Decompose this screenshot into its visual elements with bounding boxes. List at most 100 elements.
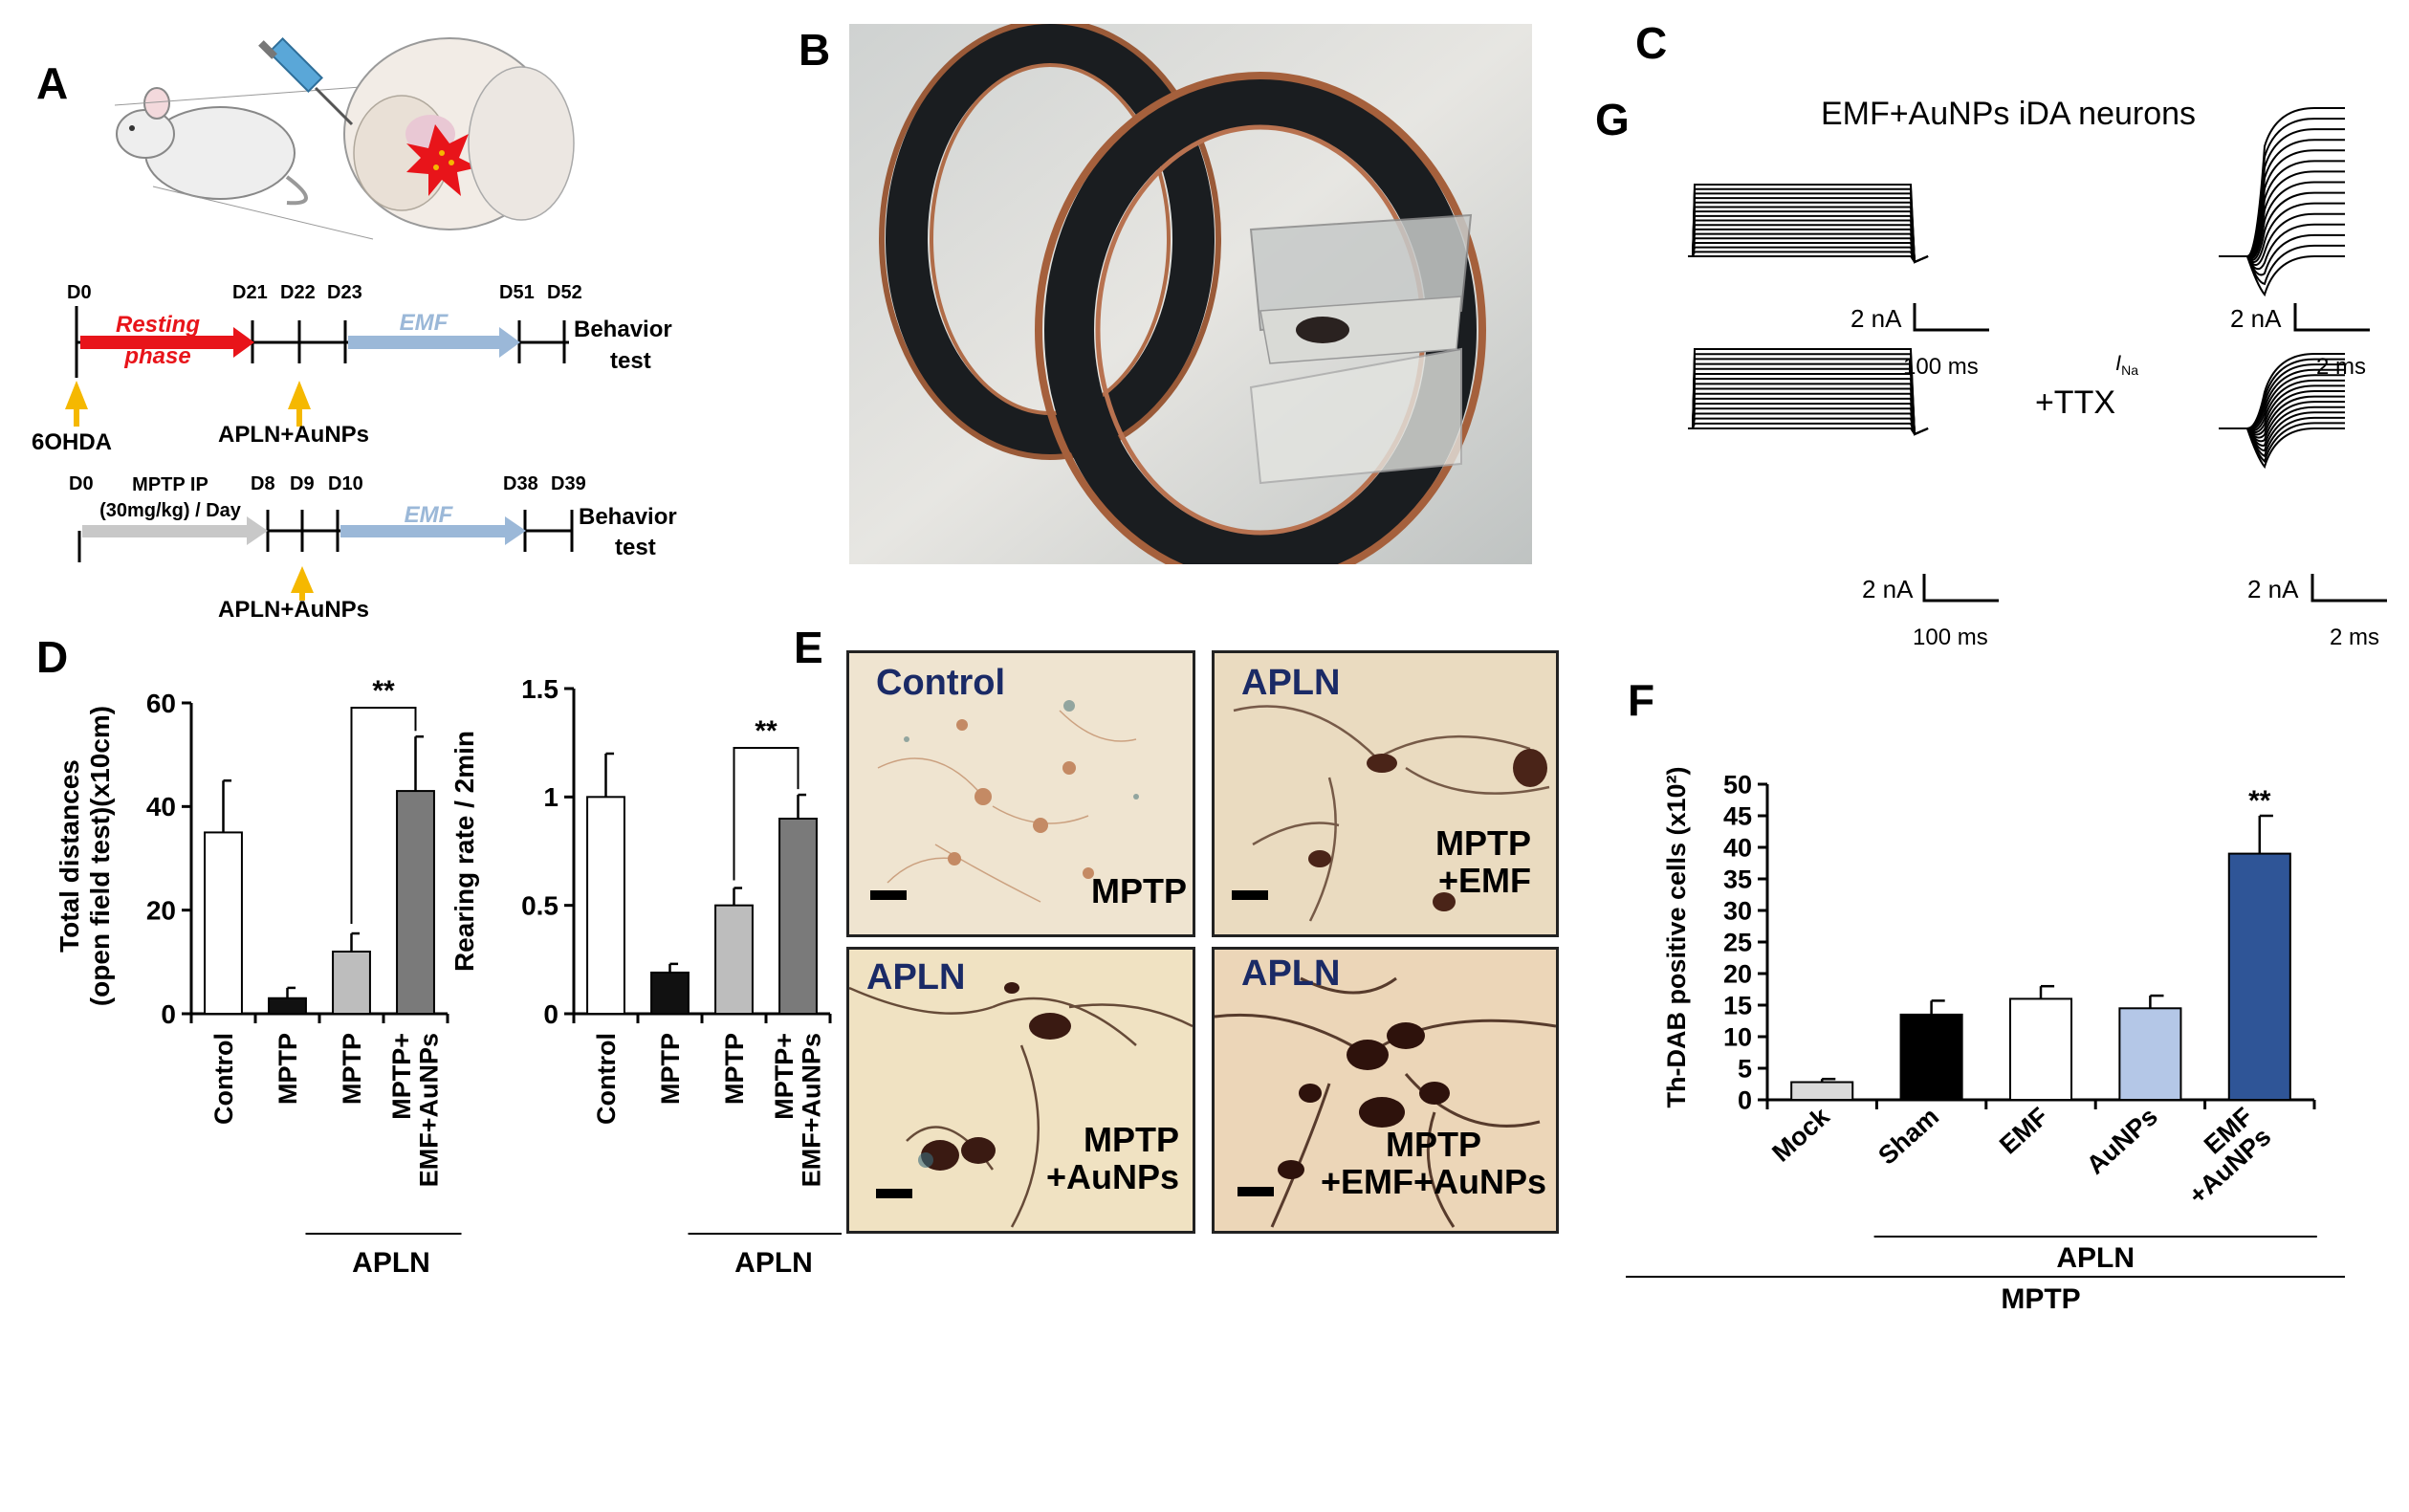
current-trace (1688, 387, 1929, 436)
current-trace (2219, 139, 2345, 257)
current-trace (1688, 378, 1929, 436)
x-tick-label: MPTP (338, 1033, 366, 1105)
panel-label-d: D (36, 632, 69, 682)
t2-behavior: Behavior (579, 504, 677, 530)
bar (2118, 1007, 2182, 1101)
bar (2227, 852, 2291, 1101)
bar (396, 790, 435, 1015)
panel-label-f: F (1628, 675, 1655, 725)
brain-section-illustration (343, 37, 575, 230)
y-tick-label: 20 (1723, 959, 1752, 988)
micrograph-group-label: Control (876, 663, 1006, 703)
x-tick-label: AuNPs (2081, 1102, 2163, 1180)
t2-emf: EMF (405, 502, 454, 528)
current-trace (1688, 246, 1929, 264)
micrograph-condition: MPTP+AuNPs (1045, 1120, 1179, 1196)
y-tick-label: 45 (1723, 801, 1752, 830)
scale-current-top-left: 2 nA (1851, 304, 1902, 333)
t1-phase: phase (123, 343, 190, 369)
micrograph-scalebar (876, 1189, 912, 1198)
micrograph-control-mptp: Control MPTP (846, 650, 1195, 937)
current-trace (2219, 255, 2345, 297)
current-trace (2219, 390, 2345, 436)
bar (778, 818, 818, 1015)
syringe-icon (258, 37, 354, 126)
micrograph-image (849, 653, 1193, 934)
y-axis-label: Th-DAB positive cells (x10²) (1662, 766, 1691, 1107)
y-tick-label: 30 (1723, 896, 1752, 925)
current-trace (2219, 374, 2345, 430)
panel-a-diagram: D0 Resting phase D21 D22 D23 EMF D51 D52… (32, 37, 677, 623)
current-trace (2219, 353, 2345, 429)
x-tick-label: Control (592, 1033, 621, 1125)
y-tick-label: 40 (1723, 833, 1752, 862)
panel-label-a: A (36, 58, 69, 108)
bar (204, 831, 243, 1015)
trace-bottom-right (2219, 353, 2345, 470)
current-trace (1688, 407, 1929, 436)
micrograph-apln-mptp-aunps: APLN MPTP+AuNPs (846, 947, 1195, 1234)
current-trace (2219, 191, 2345, 261)
scalebar-top-right (2293, 303, 2370, 332)
micrograph-image (1215, 653, 1556, 934)
current-trace (1688, 255, 1929, 264)
scalebar-bottom-left (1922, 574, 1999, 603)
current-trace (2219, 244, 2345, 286)
t1-behavior: Behavior (574, 317, 672, 342)
y-tick-label: 5 (1738, 1054, 1752, 1083)
ephys-title: EMF+AuNPs iDA neurons (1821, 96, 2196, 132)
t1-d52: D52 (547, 282, 582, 303)
scale-current-top-right: 2 nA (2230, 304, 2282, 333)
timeline-6ohda (65, 306, 569, 427)
micrograph-image (1215, 950, 1556, 1231)
significance-marker: ** (372, 675, 395, 707)
mouse-cage (1249, 213, 1473, 485)
y-axis-label: Rearing rate / 2min (449, 731, 479, 972)
scalebar-top-left (1913, 303, 1989, 332)
micrograph-image (849, 950, 1193, 1231)
panel-label-b: B (799, 25, 831, 75)
y-tick-label: 35 (1723, 865, 1752, 893)
y-tick-label: 25 (1723, 928, 1752, 956)
scale-time-bottom-right: 2 ms (2330, 625, 2379, 650)
x-tick-label: MPTP (656, 1033, 685, 1105)
current-trace (2219, 384, 2345, 434)
y-tick-label: 1.5 (521, 674, 558, 704)
x-tick-label: EMF+AuNPs (2165, 1102, 2277, 1210)
x-tick-label: MPTP (274, 1033, 302, 1105)
t2-injection: APLN+AuNPs (218, 597, 369, 623)
bar (586, 796, 625, 1015)
y-tick-label: 0 (543, 999, 558, 1029)
t1-toxin: 6OHDA (32, 429, 112, 455)
t2-d9: D9 (290, 473, 315, 494)
x-tick-label: Mock (1766, 1102, 1835, 1168)
significance-marker: ** (2248, 785, 2271, 817)
y-tick-label: 60 (146, 689, 176, 718)
x-tick-label: Sham (1872, 1102, 1944, 1170)
current-trace (2219, 379, 2345, 432)
significance-marker: ** (755, 715, 777, 747)
scale-time-top-left: 100 ms (1903, 354, 1979, 380)
micrograph-scalebar (1237, 1187, 1274, 1196)
group-label: APLN (734, 1247, 813, 1279)
scale-time-bottom-left: 100 ms (1913, 625, 1988, 650)
current-trace (1688, 184, 1929, 264)
t1-d0: D0 (67, 282, 92, 303)
bar (2008, 997, 2073, 1101)
scale-current-bottom-right: 2 nA (2247, 575, 2299, 603)
current-trace (2219, 181, 2345, 260)
mouse-illustration (114, 85, 374, 240)
current-trace (1688, 348, 1929, 436)
scalebar-bottom-right (2310, 574, 2387, 603)
t1-test: test (610, 348, 651, 374)
x-tick-label: MPTP+EMF+AuNPs (387, 1033, 443, 1187)
bar (268, 997, 307, 1015)
t2-d10: D10 (328, 473, 363, 494)
t1-d21: D21 (232, 282, 268, 303)
current-trace (1688, 210, 1929, 264)
y-tick-label: 0 (161, 999, 176, 1029)
y-tick-label: 1 (543, 782, 558, 812)
scale-time-top-right: 2 ms (2316, 354, 2366, 380)
bar (650, 971, 690, 1015)
